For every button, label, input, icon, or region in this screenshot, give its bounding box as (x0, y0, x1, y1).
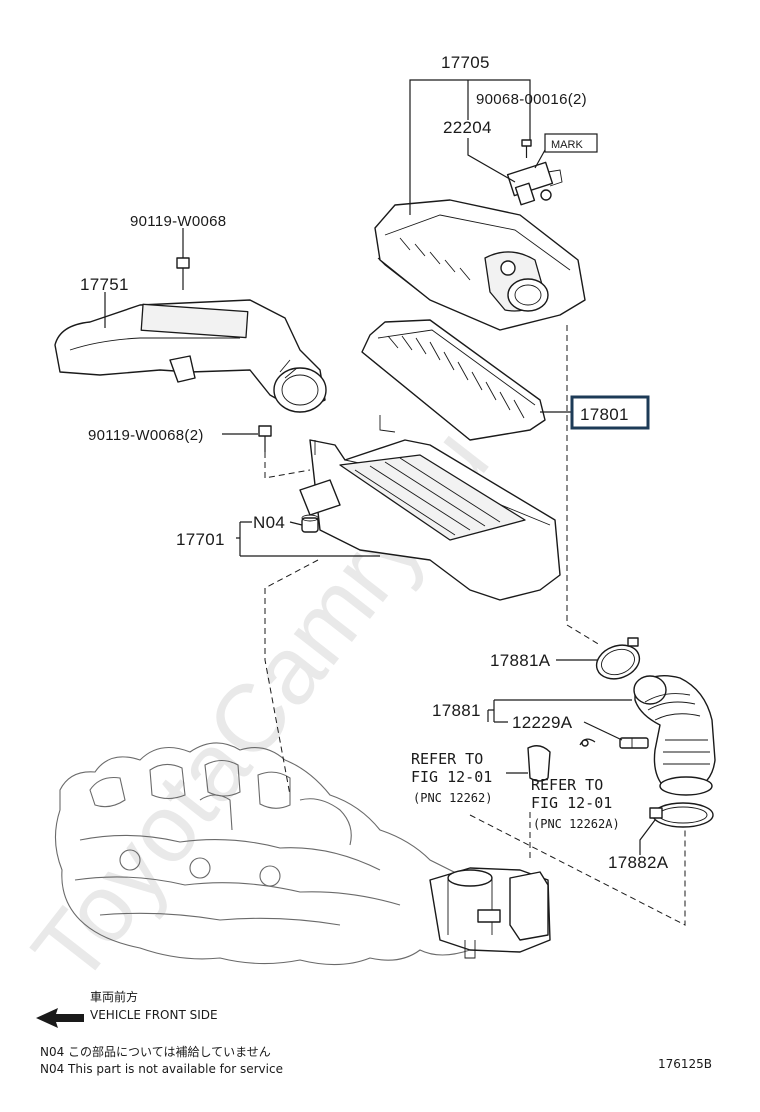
callout-n04[interactable]: N04 (253, 513, 285, 532)
screw-90068-00016 (521, 139, 532, 158)
assembly-dashed-lines (264, 325, 686, 926)
reference-1-pnc: (PNC 12262) (413, 791, 492, 805)
arrow-left-icon (36, 1008, 84, 1028)
leader-lines (104, 79, 656, 855)
hose-fitting-12229a (579, 737, 649, 749)
reference-2-pnc: (PNC 12262A) (533, 817, 620, 831)
grommet-n04 (301, 514, 319, 533)
reference-1-line1[interactable]: REFER TO (411, 750, 483, 768)
callout-90119-w0068-lower[interactable]: 90119-W0068(2) (88, 427, 204, 444)
vehicle-front-label-en: VEHICLE FRONT SIDE (90, 1008, 218, 1022)
air-cleaner-case-17701 (299, 415, 561, 601)
callout-17881[interactable]: 17881 (432, 701, 481, 720)
mark-label-box (544, 133, 598, 153)
air-flow-meter-22204 (506, 161, 563, 206)
mark-label: MARK (551, 139, 583, 151)
engine-block-illustration (54, 742, 471, 966)
reference-1-line2[interactable]: FIG 12-01 (411, 768, 492, 786)
callout-17882a[interactable]: 17882A (608, 853, 669, 872)
callout-90068-00016[interactable]: 90068-00016(2) (476, 91, 587, 108)
breather-hose-ref (527, 745, 551, 782)
air-cleaner-hose-17881 (633, 675, 716, 796)
air-filter-element-17801 (361, 319, 546, 441)
vehicle-front-indicator: 車両前方 VEHICLE FRONT SIDE (36, 989, 218, 1028)
callout-90119-w0068-upper[interactable]: 90119-W0068 (130, 213, 226, 230)
reference-2-line2[interactable]: FIG 12-01 (531, 794, 612, 812)
figure-id: 176125B (658, 1057, 712, 1071)
hose-clamp-17881a (595, 637, 641, 680)
callout-12229a[interactable]: 12229A (512, 713, 573, 732)
footnote-n04-en: N04 This part is not available for servi… (40, 1062, 283, 1076)
callout-17801[interactable]: 17801 (580, 405, 629, 424)
callout-22204[interactable]: 22204 (443, 118, 492, 137)
air-cleaner-inlet-17751 (54, 299, 327, 413)
reference-2-line1[interactable]: REFER TO (531, 776, 603, 794)
air-cleaner-cap-17705 (374, 199, 586, 331)
highlighted-part-box-17801[interactable] (570, 395, 650, 430)
footnote-n04-jp: N04 この部品については補給していません (40, 1044, 271, 1059)
hose-clamp-17882a (649, 802, 714, 828)
callout-17881a[interactable]: 17881A (490, 651, 551, 670)
callout-17701[interactable]: 17701 (176, 530, 225, 549)
bolt-90119-w0068-lower (258, 425, 272, 452)
callout-17751[interactable]: 17751 (80, 275, 129, 294)
callout-17705[interactable]: 17705 (441, 53, 490, 72)
bolt-90119-w0068-upper (176, 257, 190, 290)
vehicle-front-label-jp: 車両前方 (90, 989, 138, 1004)
throttle-body-illustration (429, 867, 551, 959)
